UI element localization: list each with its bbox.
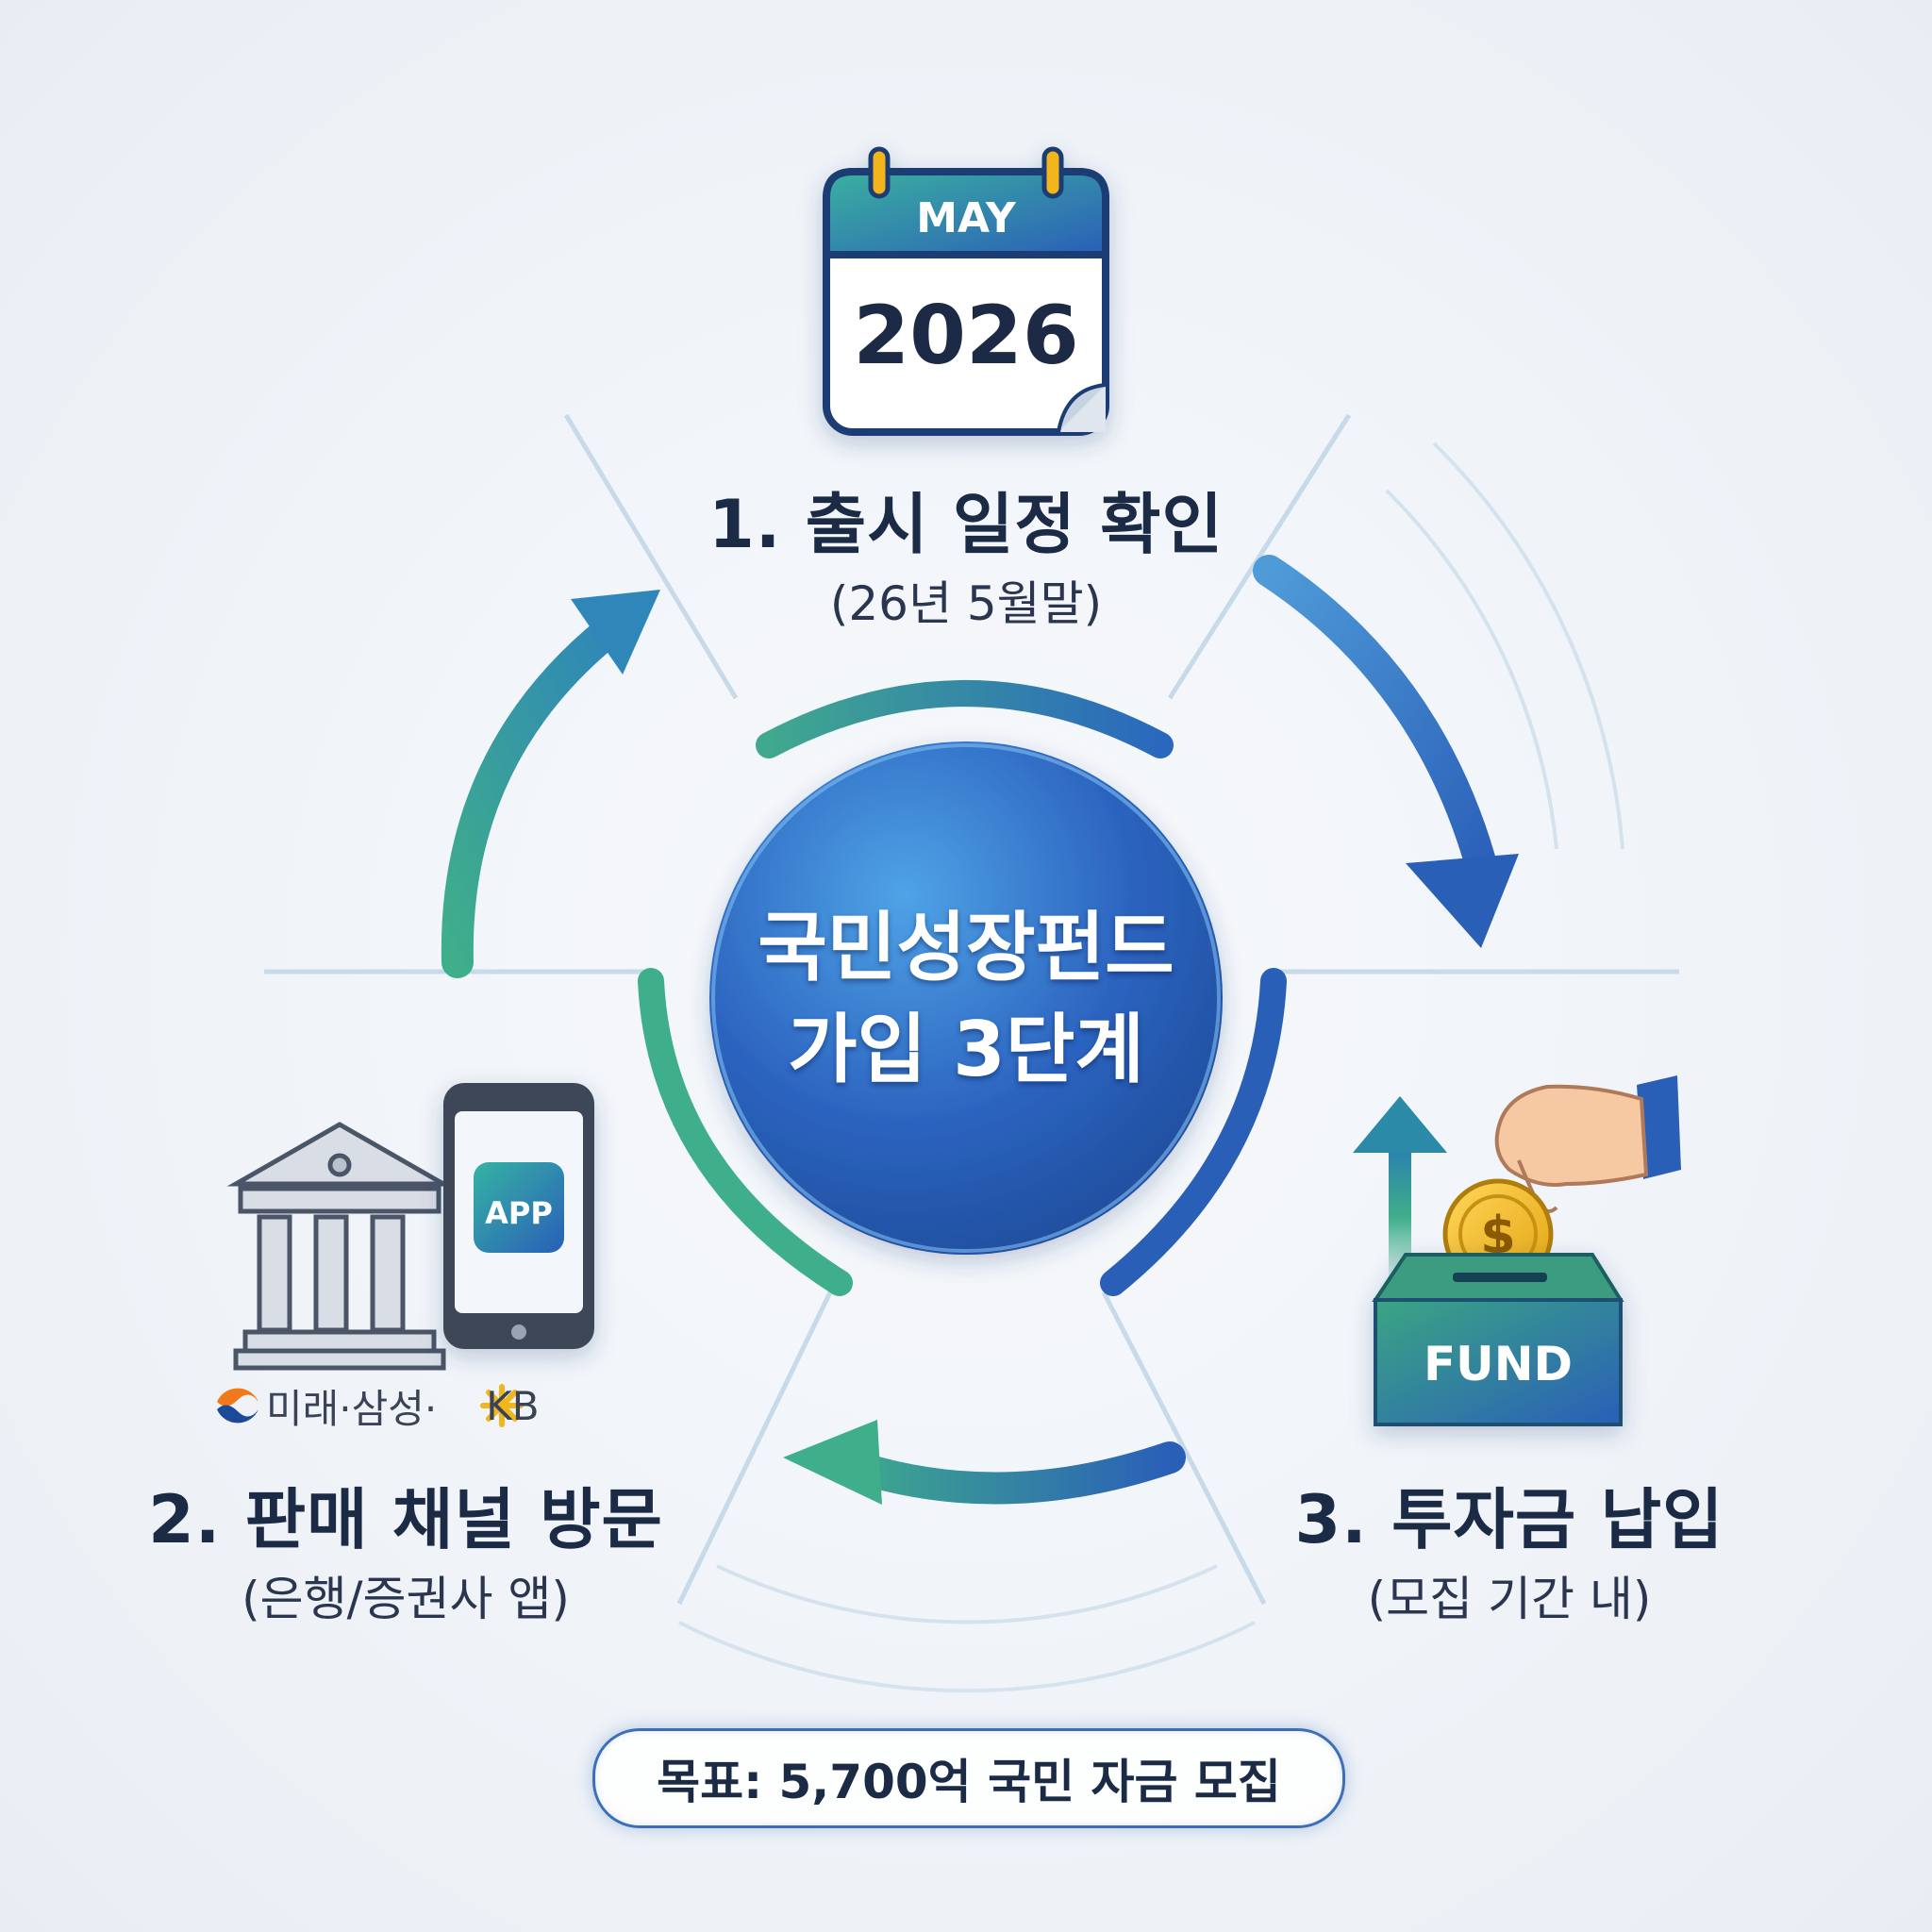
smartphone-icon: APP <box>443 1083 594 1349</box>
arrow-step3-to-step2 <box>783 1420 1186 1505</box>
goal-badge: 목표: 5,700억 국민 자금 모집 <box>592 1728 1345 1828</box>
center-circle <box>709 741 1223 1255</box>
step2-subtitle: (은행/증권사 앱) <box>242 1572 570 1626</box>
arrow-step1-to-step3 <box>1253 555 1519 948</box>
step1-subtitle: (26년 5월말) <box>829 576 1103 631</box>
partner-names-text: 미래·삼성· <box>266 1385 438 1432</box>
app-icon-label: APP <box>485 1195 553 1231</box>
calendar-year: 2026 <box>853 289 1078 383</box>
fund-box-label: FUND <box>1424 1337 1573 1391</box>
decorative-arcs <box>678 441 1624 1693</box>
calendar-month: MAY <box>916 194 1017 242</box>
inner-arc-left <box>638 968 853 1296</box>
step3-subtitle: (모집 기간 내) <box>1367 1572 1652 1626</box>
step1-title: 1. 출시 일정 확인 <box>708 486 1224 563</box>
inner-arc-top <box>756 680 1174 758</box>
fund-box-icon: FUND <box>1372 1253 1624 1426</box>
mirae-logo-icon <box>217 1388 258 1424</box>
app-icon <box>474 1162 564 1253</box>
goal-text: 목표: 5,700억 국민 자금 모집 <box>657 1755 1281 1809</box>
arrow-step2-to-step1 <box>441 590 660 978</box>
kb-logo-icon <box>480 1384 524 1427</box>
step3-title: 3. 투자금 납입 <box>1294 1481 1724 1558</box>
partner-kb-text: KB <box>486 1382 540 1429</box>
step2-title: 2. 판매 채널 방문 <box>148 1481 663 1558</box>
hand-icon <box>1494 1075 1681 1213</box>
bank-icon <box>226 1122 453 1371</box>
inner-arc-right <box>1100 968 1287 1296</box>
calendar-icon: MAY 2026 <box>823 146 1109 436</box>
partner-names: 미래·삼성· KB <box>209 1373 634 1439</box>
